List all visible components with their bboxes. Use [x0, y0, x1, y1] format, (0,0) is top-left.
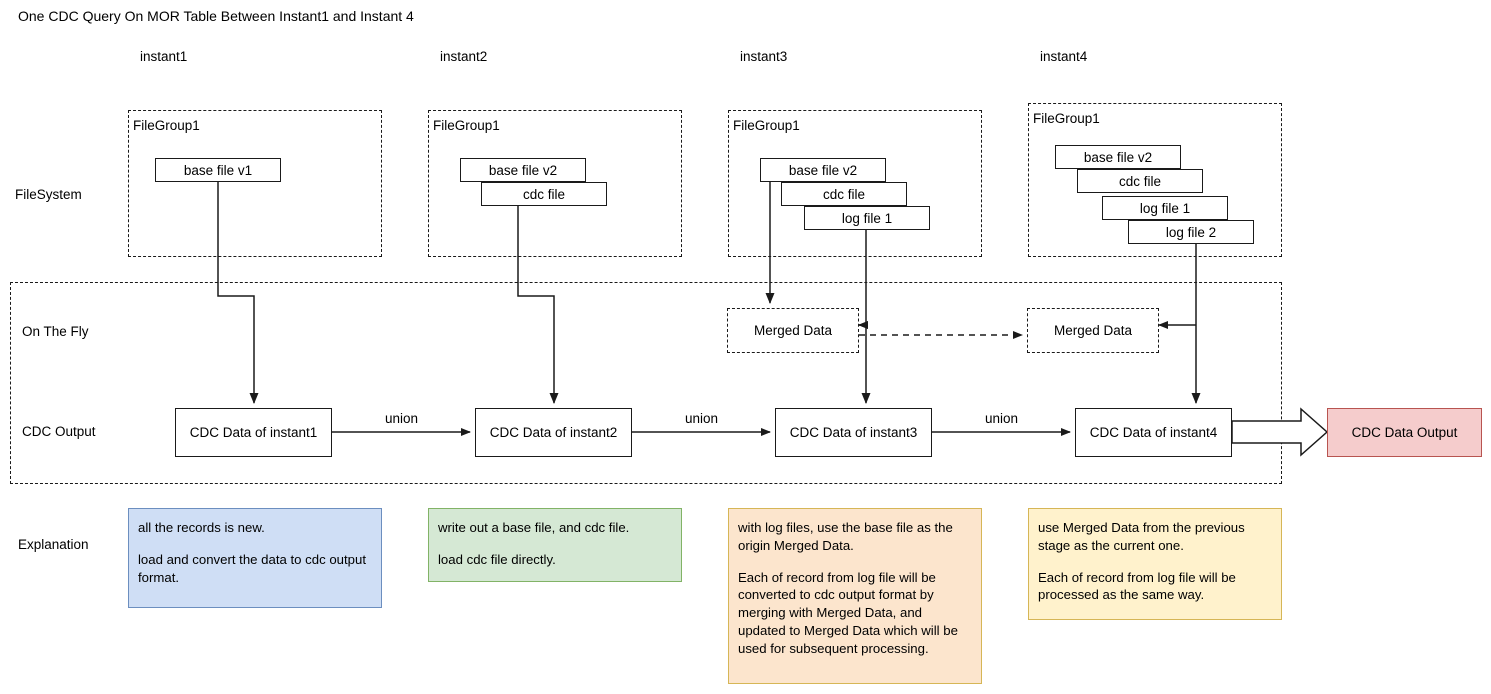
- explanation-box-instant4: use Merged Data from the previous stage …: [1028, 508, 1282, 620]
- cdc-data-box-instant2[interactable]: CDC Data of instant2: [475, 408, 632, 457]
- filegroup-box-instant2: [428, 110, 682, 257]
- file-box-cdc-file-instant4[interactable]: cdc file: [1077, 169, 1203, 193]
- column-header-instant3: instant3: [740, 49, 788, 64]
- file-box-base-file-v2-instant2[interactable]: base file v2: [460, 158, 586, 182]
- union-label-3: union: [985, 411, 1019, 426]
- explanation-box-instant3: with log files, use the base file as the…: [728, 508, 982, 684]
- cdc-data-box-instant4[interactable]: CDC Data of instant4: [1075, 408, 1232, 457]
- row-label-on-the-fly: On The Fly: [22, 324, 89, 339]
- explanation-paragraph: load and convert the data to cdc output …: [138, 551, 367, 585]
- merged-data-box-instant4[interactable]: Merged Data: [1027, 308, 1159, 353]
- filegroup-title-instant1: FileGroup1: [133, 118, 200, 133]
- explanation-paragraph: Each of record from log file will be con…: [738, 569, 958, 656]
- file-box-log-file-1-instant4[interactable]: log file 1: [1102, 196, 1228, 220]
- file-box-cdc-file-instant3[interactable]: cdc file: [781, 182, 907, 206]
- union-label-2: union: [685, 411, 719, 426]
- file-box-log-file-2-instant4[interactable]: log file 2: [1128, 220, 1254, 244]
- merged-data-box-instant3[interactable]: Merged Data: [727, 308, 859, 353]
- union-label-1: union: [385, 411, 419, 426]
- filegroup-box-instant1: [128, 110, 382, 257]
- explanation-paragraph: Each of record from log file will be pro…: [1038, 569, 1236, 603]
- file-box-base-file-v1[interactable]: base file v1: [155, 158, 281, 182]
- explanation-paragraph: all the records is new.: [138, 520, 265, 535]
- explanation-paragraph: load cdc file directly.: [438, 551, 556, 567]
- file-box-base-file-v2-instant4[interactable]: base file v2: [1055, 145, 1181, 169]
- filegroup-box-instant3: [728, 110, 982, 257]
- column-header-instant1: instant1: [140, 49, 188, 64]
- explanation-paragraph: use Merged Data from the previous stage …: [1038, 520, 1245, 553]
- filegroup-title-instant4: FileGroup1: [1033, 111, 1100, 126]
- row-label-explanation: Explanation: [18, 537, 89, 552]
- file-box-cdc-file-instant2[interactable]: cdc file: [481, 182, 607, 206]
- file-box-log-file-1-instant3[interactable]: log file 1: [804, 206, 930, 230]
- row-label-cdc-output: CDC Output: [22, 424, 96, 439]
- connector-instant1-basefile-to-cdc: [217, 182, 259, 404]
- column-header-instant2: instant2: [440, 49, 488, 64]
- cdc-data-box-instant1[interactable]: CDC Data of instant1: [175, 408, 332, 457]
- connector-instant2-cdcfile-to-cdc: [517, 206, 559, 404]
- explanation-box-instant2: write out a base file, and cdc file. loa…: [428, 508, 682, 582]
- row-label-filesystem: FileSystem: [15, 187, 82, 202]
- filegroup-box-instant4: [1028, 103, 1282, 257]
- on-the-fly-cdc-container: [10, 282, 1282, 484]
- filegroup-title-instant2: FileGroup1: [433, 118, 500, 133]
- page-title: One CDC Query On MOR Table Between Insta…: [18, 8, 414, 24]
- column-header-instant4: instant4: [1040, 49, 1088, 64]
- explanation-paragraph: with log files, use the base file as the…: [738, 520, 953, 553]
- filegroup-title-instant3: FileGroup1: [733, 118, 800, 133]
- cdc-data-box-instant3[interactable]: CDC Data of instant3: [775, 408, 932, 457]
- explanation-paragraph: write out a base file, and cdc file.: [438, 520, 630, 535]
- explanation-box-instant1: all the records is new. load and convert…: [128, 508, 382, 608]
- file-box-base-file-v2-instant3[interactable]: base file v2: [760, 158, 886, 182]
- cdc-data-output-box[interactable]: CDC Data Output: [1327, 408, 1482, 457]
- block-arrow-to-output: [1231, 407, 1329, 457]
